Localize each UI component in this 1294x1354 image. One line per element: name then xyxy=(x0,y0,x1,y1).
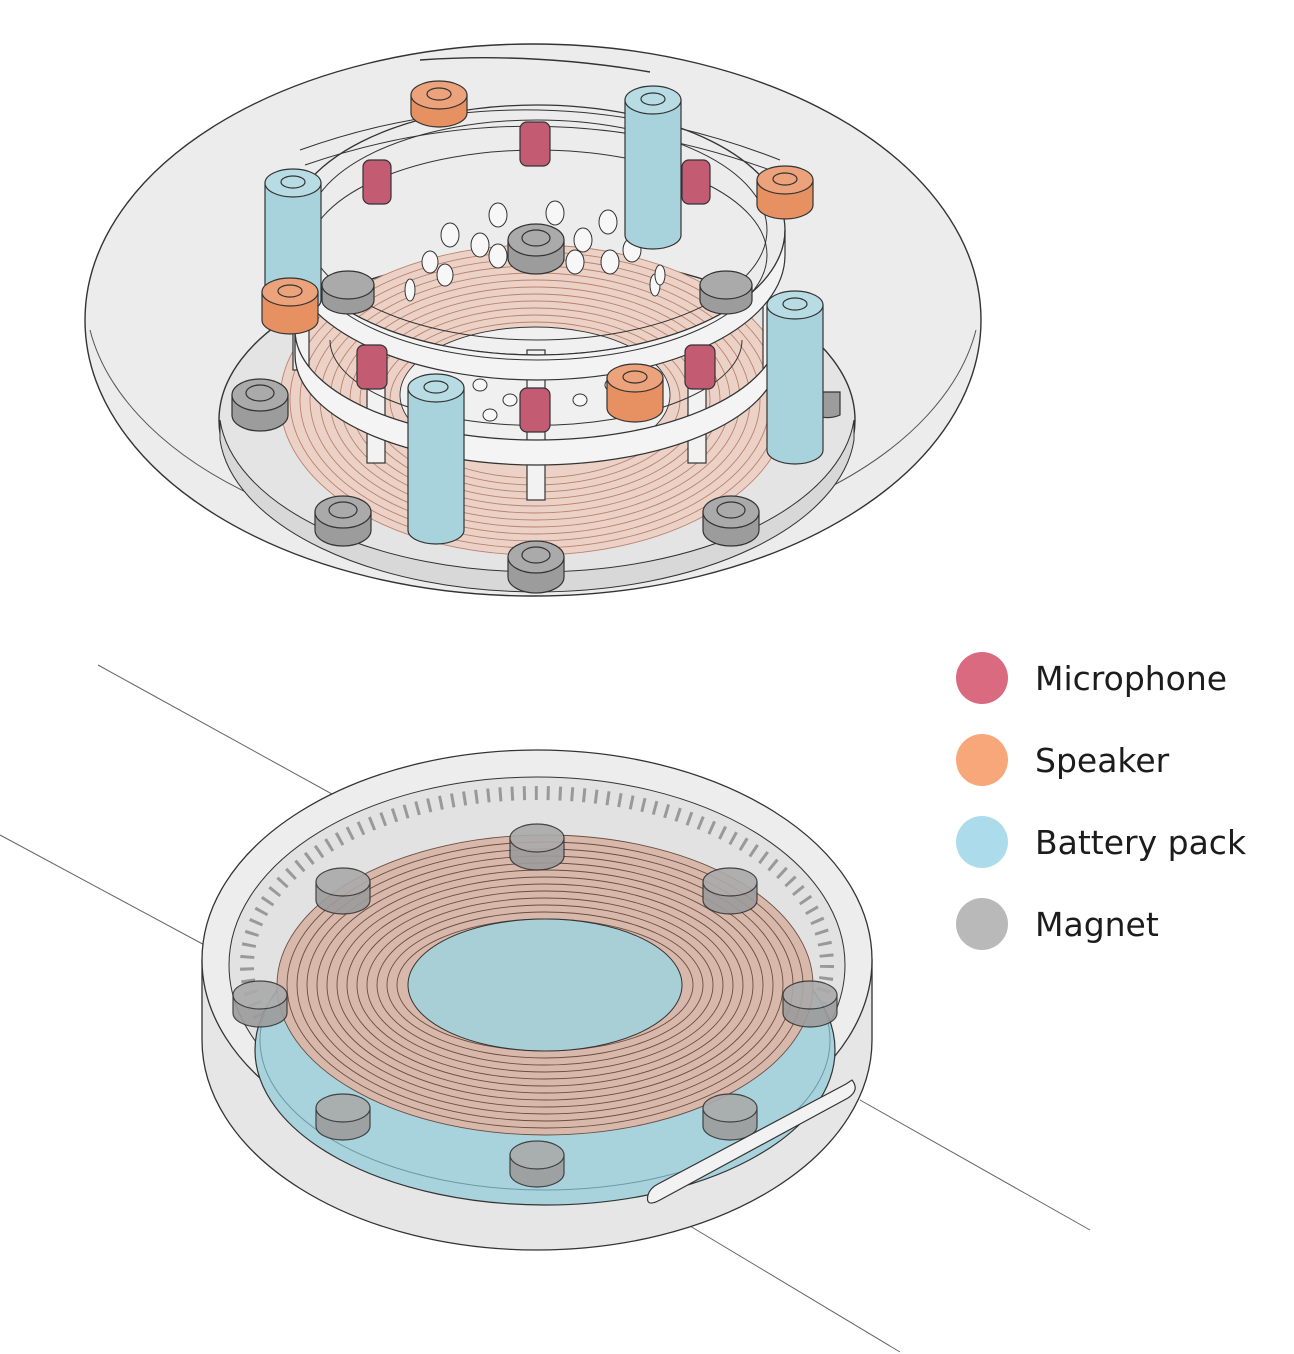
top-arc-line xyxy=(419,57,651,73)
magnet-icon xyxy=(702,867,758,915)
magnet-icon xyxy=(702,495,760,547)
speaker-icon xyxy=(756,165,814,220)
magnet-icon xyxy=(509,1140,565,1188)
legend-label: Microphone xyxy=(1035,658,1228,698)
magnet-icon xyxy=(509,823,565,871)
magnet-icon xyxy=(782,980,838,1028)
battery-icon xyxy=(766,290,824,465)
microphone-icon xyxy=(684,344,716,390)
microphone-icon xyxy=(356,344,388,390)
legend-item-magnet: Magnet xyxy=(956,898,1276,950)
magnet-icon xyxy=(702,1093,758,1141)
microphone-dot-icon xyxy=(956,652,1008,704)
bottom-assembly xyxy=(0,664,1091,1353)
speaker-icon xyxy=(261,277,319,335)
legend-label: Battery pack xyxy=(1035,822,1247,862)
battery-icon xyxy=(407,373,465,545)
cable-slot xyxy=(646,1079,856,1204)
microphones xyxy=(356,121,716,433)
microphone-icon xyxy=(362,159,392,205)
speakers xyxy=(261,80,814,423)
vent-slot-ring xyxy=(240,786,834,1144)
microphone-icon xyxy=(519,387,551,433)
legend: Microphone Speaker Battery pack Magnet xyxy=(956,652,1276,980)
magnet-dot-icon xyxy=(956,898,1008,950)
legend-item-speaker: Speaker xyxy=(956,734,1276,786)
microphone-icon xyxy=(519,121,551,167)
magnet-icon xyxy=(232,980,288,1028)
top-magnets xyxy=(231,223,841,594)
legend-item-battery-pack: Battery pack xyxy=(956,816,1276,868)
speaker-dot-icon xyxy=(956,734,1008,786)
battery-center xyxy=(407,918,683,1052)
base-plate-rim xyxy=(219,419,855,593)
legend-item-microphone: Microphone xyxy=(956,652,1276,704)
magnet-icon xyxy=(231,378,289,432)
top-assembly xyxy=(84,43,982,597)
speaker-icon xyxy=(606,363,664,423)
magnet-icon xyxy=(321,270,375,315)
cable xyxy=(0,664,1091,1353)
magnet-icon xyxy=(315,867,371,915)
magnet-icon xyxy=(507,223,565,275)
battery-icon xyxy=(624,85,682,250)
bottom-magnets xyxy=(232,823,838,1188)
speaker-icon xyxy=(410,80,468,128)
magnet-icon xyxy=(699,270,753,315)
magnet-icon xyxy=(314,495,372,547)
microphone-icon xyxy=(681,159,711,205)
magnet-icon xyxy=(315,1093,371,1141)
battery-dot-icon xyxy=(956,816,1008,868)
legend-label: Speaker xyxy=(1035,740,1170,780)
magnet-icon xyxy=(507,540,565,594)
legend-label: Magnet xyxy=(1035,904,1159,944)
